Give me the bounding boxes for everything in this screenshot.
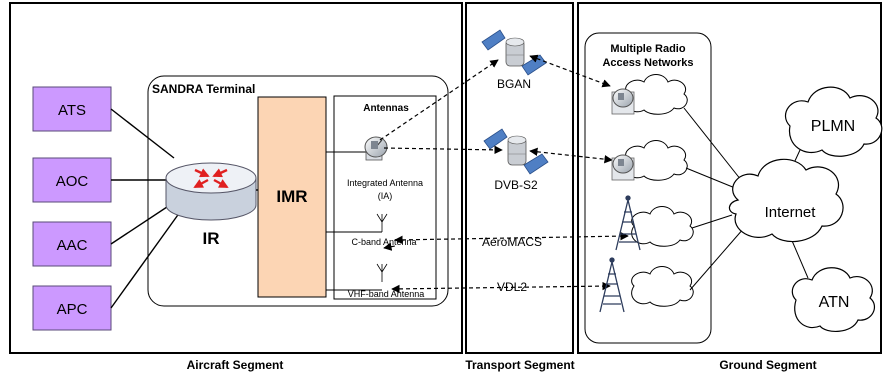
imr-box bbox=[257, 96, 327, 298]
plmn-label: PLMN bbox=[811, 118, 855, 135]
router-label: IR bbox=[203, 229, 220, 248]
internet-cloud bbox=[728, 158, 844, 243]
access-cloud-4 bbox=[631, 266, 694, 307]
link-bgan-ground bbox=[529, 54, 611, 88]
aeromacs-label: AeroMACS bbox=[482, 235, 542, 249]
link-ia-dvbs2 bbox=[383, 145, 503, 155]
aeromacs-tower-icon bbox=[615, 195, 641, 251]
access-cloud-2 bbox=[625, 140, 688, 181]
internet-label: Internet bbox=[765, 204, 817, 221]
radio-links bbox=[379, 54, 629, 294]
app-box-aoc: AOC bbox=[32, 157, 112, 203]
atn-cloud bbox=[791, 267, 875, 332]
app-box-apc: APC bbox=[32, 285, 112, 331]
c-band-antenna-label: C-band Antenna bbox=[351, 237, 416, 247]
c-band-antenna-icon bbox=[376, 213, 388, 232]
vhf-antenna-label: VHF-band Antenna bbox=[348, 289, 425, 299]
dvbs2-label: DVB-S2 bbox=[494, 178, 538, 192]
link-vdl2 bbox=[391, 281, 611, 294]
vhf-antenna-icon bbox=[376, 263, 388, 282]
app-box-ats: ATS bbox=[32, 86, 112, 132]
antennas-title: Antennas bbox=[363, 103, 409, 114]
link-aeromacs bbox=[394, 231, 629, 245]
ran-title-line2: Access Networks bbox=[602, 57, 693, 69]
ground-dish-1-icon bbox=[611, 88, 635, 115]
antennas-panel bbox=[333, 95, 437, 300]
ground-segment-label: Ground Segment bbox=[719, 358, 816, 372]
plmn-cloud bbox=[784, 86, 883, 157]
integrated-antenna-icon bbox=[364, 136, 388, 161]
router-icon bbox=[165, 162, 257, 221]
app-label-aac: AAC bbox=[57, 237, 88, 254]
imr-antenna-links bbox=[326, 151, 382, 291]
sandra-terminal-box bbox=[147, 75, 449, 307]
app-label-apc: APC bbox=[57, 301, 88, 318]
ground-dish-2-icon bbox=[611, 154, 635, 181]
link-cband-aero-left bbox=[383, 242, 396, 251]
access-cloud-1 bbox=[625, 74, 688, 115]
sandra-terminal-title: SANDRA Terminal bbox=[152, 82, 255, 96]
access-cloud-3 bbox=[631, 206, 694, 247]
bgan-label: BGAN bbox=[497, 77, 531, 91]
internet-links bbox=[683, 107, 809, 291]
radio-access-networks-box bbox=[584, 32, 712, 344]
aircraft-segment-label: Aircraft Segment bbox=[187, 358, 284, 372]
app-router-links bbox=[110, 108, 181, 309]
app-box-aac: AAC bbox=[32, 221, 112, 267]
integrated-antenna-label-1: Integrated Antenna bbox=[347, 178, 423, 188]
integrated-antenna-label-2: (IA) bbox=[378, 191, 393, 201]
link-ia-bgan bbox=[379, 59, 499, 141]
imr-label: IMR bbox=[276, 187, 307, 206]
app-label-aoc: AOC bbox=[56, 173, 89, 190]
vdl2-tower-icon bbox=[599, 257, 625, 313]
ran-title-line1: Multiple Radio bbox=[610, 43, 685, 55]
transport-segment-label: Transport Segment bbox=[465, 358, 574, 372]
app-label-ats: ATS bbox=[58, 102, 86, 119]
atn-label: ATN bbox=[819, 294, 850, 311]
